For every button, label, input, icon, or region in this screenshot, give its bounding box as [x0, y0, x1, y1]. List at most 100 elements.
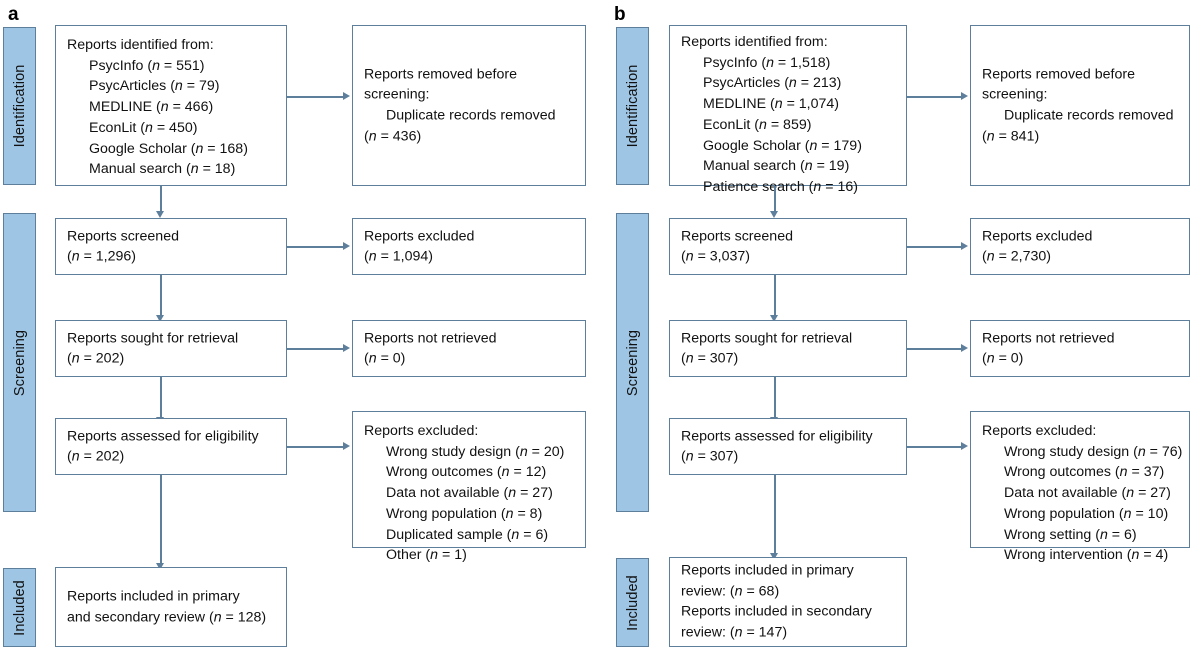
screened-line2-a: (n = 1,296)	[67, 248, 137, 265]
panel-a: a Identification Screening Included Repo…	[3, 5, 586, 647]
box-reports-removed-a: Reports removed before screening: Duplic…	[352, 25, 586, 186]
connector-assessed-to-excluded-a	[287, 446, 343, 448]
assessed-excluded-item-a-5: Other (n = 1)	[386, 547, 467, 564]
assessed-excluded-item-b-0: Wrong study design (n = 76)	[1004, 443, 1183, 460]
included-line2-b: review: (n = 68)	[681, 583, 780, 600]
box-reports-included-a: Reports included in primary and secondar…	[55, 567, 287, 647]
assessed-excluded-item-b-1: Wrong outcomes (n = 37)	[1004, 464, 1165, 481]
identified-item-b-2: MEDLINE (n = 1,074)	[703, 96, 840, 113]
stage-label-identification-a: Identification	[11, 64, 28, 148]
identified-item-b-4: Google Scholar (n = 179)	[703, 137, 862, 154]
assessed-excluded-item-a-0: Wrong study design (n = 20)	[386, 443, 565, 460]
stage-bar-screening-a: Screening	[3, 213, 36, 512]
assessed-line2-b: (n = 307)	[681, 448, 739, 465]
stage-bar-included-a: Included	[3, 568, 36, 647]
removed-item1-a: Duplicate records removed	[386, 107, 556, 124]
box-reports-screened-a: Reports screened (n = 1,296)	[55, 218, 287, 275]
identified-item-b-0: PsycInfo (n = 1,518)	[703, 54, 831, 71]
not-retrieved-line1-b: Reports not retrieved	[982, 329, 1115, 346]
box-reports-included-b: Reports included in primary review: (n =…	[669, 557, 907, 647]
identified-item-b-5: Manual search (n = 19)	[703, 158, 850, 175]
connector-screened-to-excluded-b	[907, 246, 961, 248]
assessed-excluded-title-b: Reports excluded:	[982, 423, 1097, 439]
identified-item-b-1: PsycArticles (n = 213)	[703, 75, 842, 92]
arrowhead-assessed-to-included-b	[770, 553, 779, 560]
removed-item2-b: (n = 841)	[982, 128, 1040, 145]
removed-line2-a: screening:	[364, 86, 430, 103]
assessed-excluded-item-a-3: Wrong population (n = 8)	[386, 505, 543, 522]
arrowhead-identified-to-screened-b	[770, 211, 779, 218]
sought-line2-b: (n = 307)	[681, 350, 739, 367]
included-line1-a: Reports included in primary	[67, 588, 240, 605]
screened-line2-b: (n = 3,037)	[681, 248, 751, 265]
removed-line1-b: Reports removed before	[982, 66, 1135, 83]
included-line3-b: Reports included in secondary	[681, 604, 872, 620]
arrowhead-sought-to-notretrieved-a	[343, 343, 350, 352]
stage-label-identification-b: Identification	[624, 64, 641, 148]
stage-label-screening-b: Screening	[624, 329, 641, 396]
identified-item-b-6: Patience search (n = 16)	[703, 179, 858, 196]
arrowhead-screened-to-sought-a	[156, 315, 165, 322]
arrowhead-sought-to-notretrieved-b	[961, 343, 968, 352]
connector-sought-to-notretrieved-a	[287, 348, 343, 350]
included-line4-b: review: (n = 147)	[681, 624, 788, 641]
screened-line1-b: Reports screened	[681, 227, 793, 244]
removed-item1-b: Duplicate records removed	[1004, 107, 1174, 124]
assessed-excluded-item-a-1: Wrong outcomes (n = 12)	[386, 464, 547, 481]
assessed-excluded-item-b-4: Wrong setting (n = 6)	[1004, 526, 1137, 543]
box-reports-screened-b: Reports screened (n = 3,037)	[669, 218, 907, 275]
identified-item-a-5: Manual search (n = 18)	[89, 161, 236, 178]
included-line2-a: and secondary review (n = 128)	[67, 609, 267, 625]
box-reports-excluded-screened-b: Reports excluded (n = 2,730)	[970, 218, 1190, 275]
box-reports-assessed-b: Reports assessed for eligibility (n = 30…	[669, 418, 907, 475]
assessed-line1-b: Reports assessed for eligibility	[681, 427, 873, 444]
connector-sought-to-notretrieved-b	[907, 348, 961, 350]
identified-title-a: Reports identified from:	[67, 37, 214, 53]
connector-assessed-to-included-b	[774, 475, 776, 556]
assessed-excluded-item-a-2: Data not available (n = 27)	[386, 485, 553, 502]
assessed-excluded-item-a-4: Duplicated sample (n = 6)	[386, 526, 549, 543]
arrowhead-identified-to-removed-b	[961, 91, 968, 100]
connector-sought-to-assessed-b	[774, 377, 776, 419]
box-reports-identified-a: Reports identified from: PsycInfo (n = 5…	[55, 25, 287, 186]
assessed-excluded-title-a: Reports excluded:	[364, 423, 479, 439]
connector-identified-to-screened-b	[774, 186, 776, 213]
box-reports-excluded-assessed-b: Reports excluded: Wrong study design (n …	[970, 411, 1190, 563]
assessed-line1-a: Reports assessed for eligibility	[67, 427, 259, 444]
identified-item-a-0: PsycInfo (n = 551)	[89, 57, 205, 74]
panel-letter-b: b	[614, 4, 626, 25]
box-reports-sought-a: Reports sought for retrieval (n = 202)	[55, 320, 287, 377]
screened-line1-a: Reports screened	[67, 227, 179, 244]
sought-line1-a: Reports sought for retrieval	[67, 329, 239, 346]
sought-line1-b: Reports sought for retrieval	[681, 329, 853, 346]
identified-title-b: Reports identified from:	[681, 34, 828, 50]
connector-assessed-to-included-a	[160, 475, 162, 566]
stage-bar-screening-b: Screening	[616, 213, 649, 512]
screened-excluded-line1-b: Reports excluded	[982, 227, 1093, 244]
not-retrieved-line2-a: (n = 0)	[364, 350, 406, 367]
sought-line2-a: (n = 202)	[67, 350, 125, 367]
stage-label-included-b: Included	[624, 574, 641, 631]
identified-item-a-2: MEDLINE (n = 466)	[89, 99, 214, 116]
assessed-excluded-item-b-2: Data not available (n = 27)	[1004, 485, 1171, 502]
removed-line1-a: Reports removed before	[364, 66, 517, 83]
connector-identified-to-removed-a	[287, 96, 343, 98]
identified-item-a-1: PsycArticles (n = 79)	[89, 78, 220, 95]
box-reports-excluded-assessed-a: Reports excluded: Wrong study design (n …	[352, 411, 586, 563]
panel-b: b Identification Screening Included Repo…	[600, 0, 1200, 657]
connector-screened-to-sought-a	[160, 275, 162, 317]
stage-label-included-a: Included	[11, 579, 28, 636]
arrowhead-assessed-to-excluded-b	[961, 441, 968, 450]
connector-assessed-to-excluded-b	[907, 446, 961, 448]
box-reports-not-retrieved-a: Reports not retrieved (n = 0)	[352, 320, 586, 377]
box-reports-assessed-a: Reports assessed for eligibility (n = 20…	[55, 418, 287, 475]
arrowhead-assessed-to-excluded-a	[343, 441, 350, 450]
screened-excluded-line2-a: (n = 1,094)	[364, 248, 434, 265]
connector-identified-to-screened-a	[160, 186, 162, 213]
stage-bar-identification-b: Identification	[616, 27, 649, 185]
arrowhead-identified-to-screened-a	[156, 211, 165, 218]
included-line1-b: Reports included in primary	[681, 562, 854, 579]
identified-item-a-4: Google Scholar (n = 168)	[89, 140, 248, 157]
connector-screened-to-sought-b	[774, 275, 776, 317]
stage-bar-included-b: Included	[616, 558, 649, 647]
